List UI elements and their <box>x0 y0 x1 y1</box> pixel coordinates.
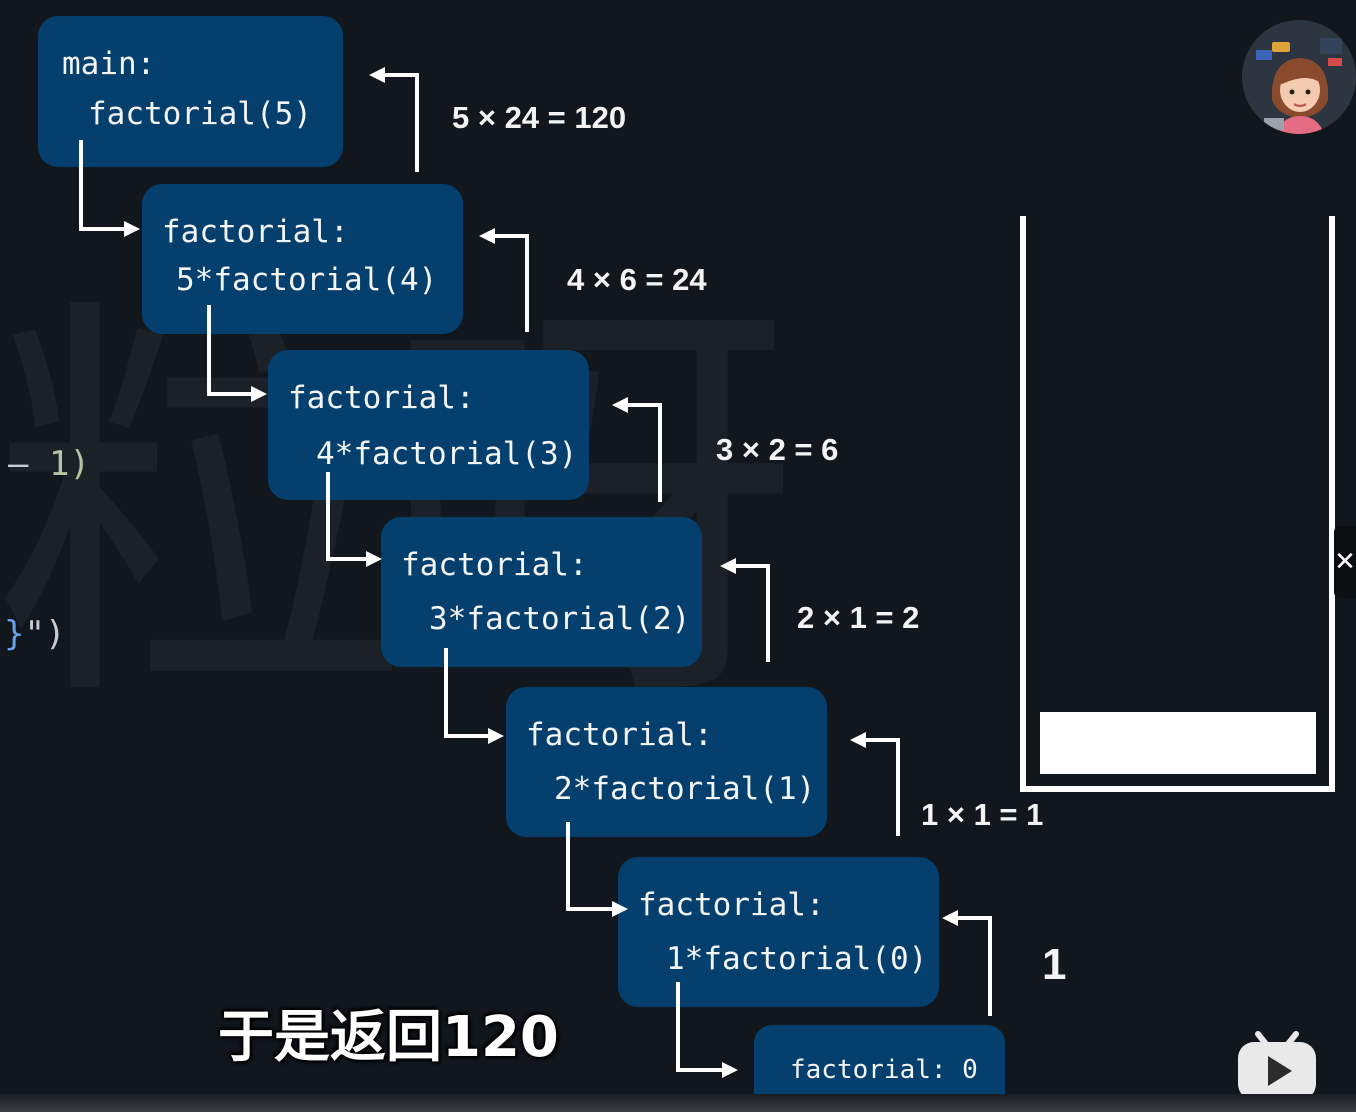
call-box-title: factorial: <box>288 380 475 416</box>
presenter-avatar-icon[interactable] <box>1242 20 1356 134</box>
call-box-title: factorial: <box>638 887 825 923</box>
return-label-1: 5 × 24 = 120 <box>452 100 627 135</box>
call-box-expression: factorial(5) <box>88 96 312 132</box>
call-box-expression: 1*factorial(0) <box>666 941 928 977</box>
call-box-factorial-2: factorial: 2*factorial(1) <box>506 687 827 837</box>
call-arrow-2 <box>207 305 267 402</box>
call-box-title: factorial: <box>526 717 713 753</box>
video-progress-bar[interactable] <box>0 1094 1356 1112</box>
call-box-factorial-4: factorial: 4*factorial(3) <box>268 350 589 500</box>
call-arrow-6 <box>676 982 738 1078</box>
return-arrow-2 <box>479 228 529 332</box>
return-label-5: 1 × 1 = 1 <box>921 797 1044 832</box>
side-panel-toggle[interactable]: ✕ <box>1334 526 1356 598</box>
close-icon: ✕ <box>1334 547 1356 577</box>
code-fragment-top: – 1) <box>8 444 90 484</box>
call-arrow-3 <box>326 472 382 567</box>
call-box-factorial-3: factorial: 3*factorial(2) <box>381 517 702 667</box>
call-box-title: factorial: <box>401 547 588 583</box>
call-box-expression: 3*factorial(2) <box>429 601 691 637</box>
code-fragment-bottom: }") <box>4 614 66 654</box>
return-label-3: 3 × 2 = 6 <box>716 432 839 467</box>
call-arrow-4 <box>444 648 504 744</box>
call-box-title: factorial: 0 <box>790 1055 978 1085</box>
video-subtitle: 于是返回120 <box>218 1005 559 1070</box>
return-arrow-3 <box>612 397 662 502</box>
call-box-expression: 5*factorial(4) <box>176 262 438 298</box>
call-arrow-1 <box>79 140 140 237</box>
return-arrow-1 <box>369 67 419 172</box>
return-arrow-6 <box>942 910 992 1016</box>
call-box-factorial-5: factorial: 5*factorial(4) <box>142 184 463 334</box>
call-box-title: factorial: <box>162 214 349 250</box>
call-box-expression: 4*factorial(3) <box>316 436 578 472</box>
return-arrow-5 <box>850 732 900 836</box>
call-box-main: main: factorial(5) <box>38 16 343 167</box>
call-stack-container <box>1020 216 1335 792</box>
call-box-title: main: <box>62 46 156 82</box>
return-label-2: 4 × 6 = 24 <box>567 262 707 297</box>
call-arrow-5 <box>566 822 628 917</box>
return-label-4: 2 × 1 = 2 <box>797 600 920 635</box>
call-box-expression: 2*factorial(1) <box>554 771 816 807</box>
return-label-6: 1 <box>1042 940 1067 989</box>
call-stack-frame <box>1040 712 1316 774</box>
return-arrow-4 <box>720 558 770 662</box>
call-box-factorial-1: factorial: 1*factorial(0) <box>618 857 939 1007</box>
bilibili-play-icon[interactable] <box>1236 1030 1318 1102</box>
